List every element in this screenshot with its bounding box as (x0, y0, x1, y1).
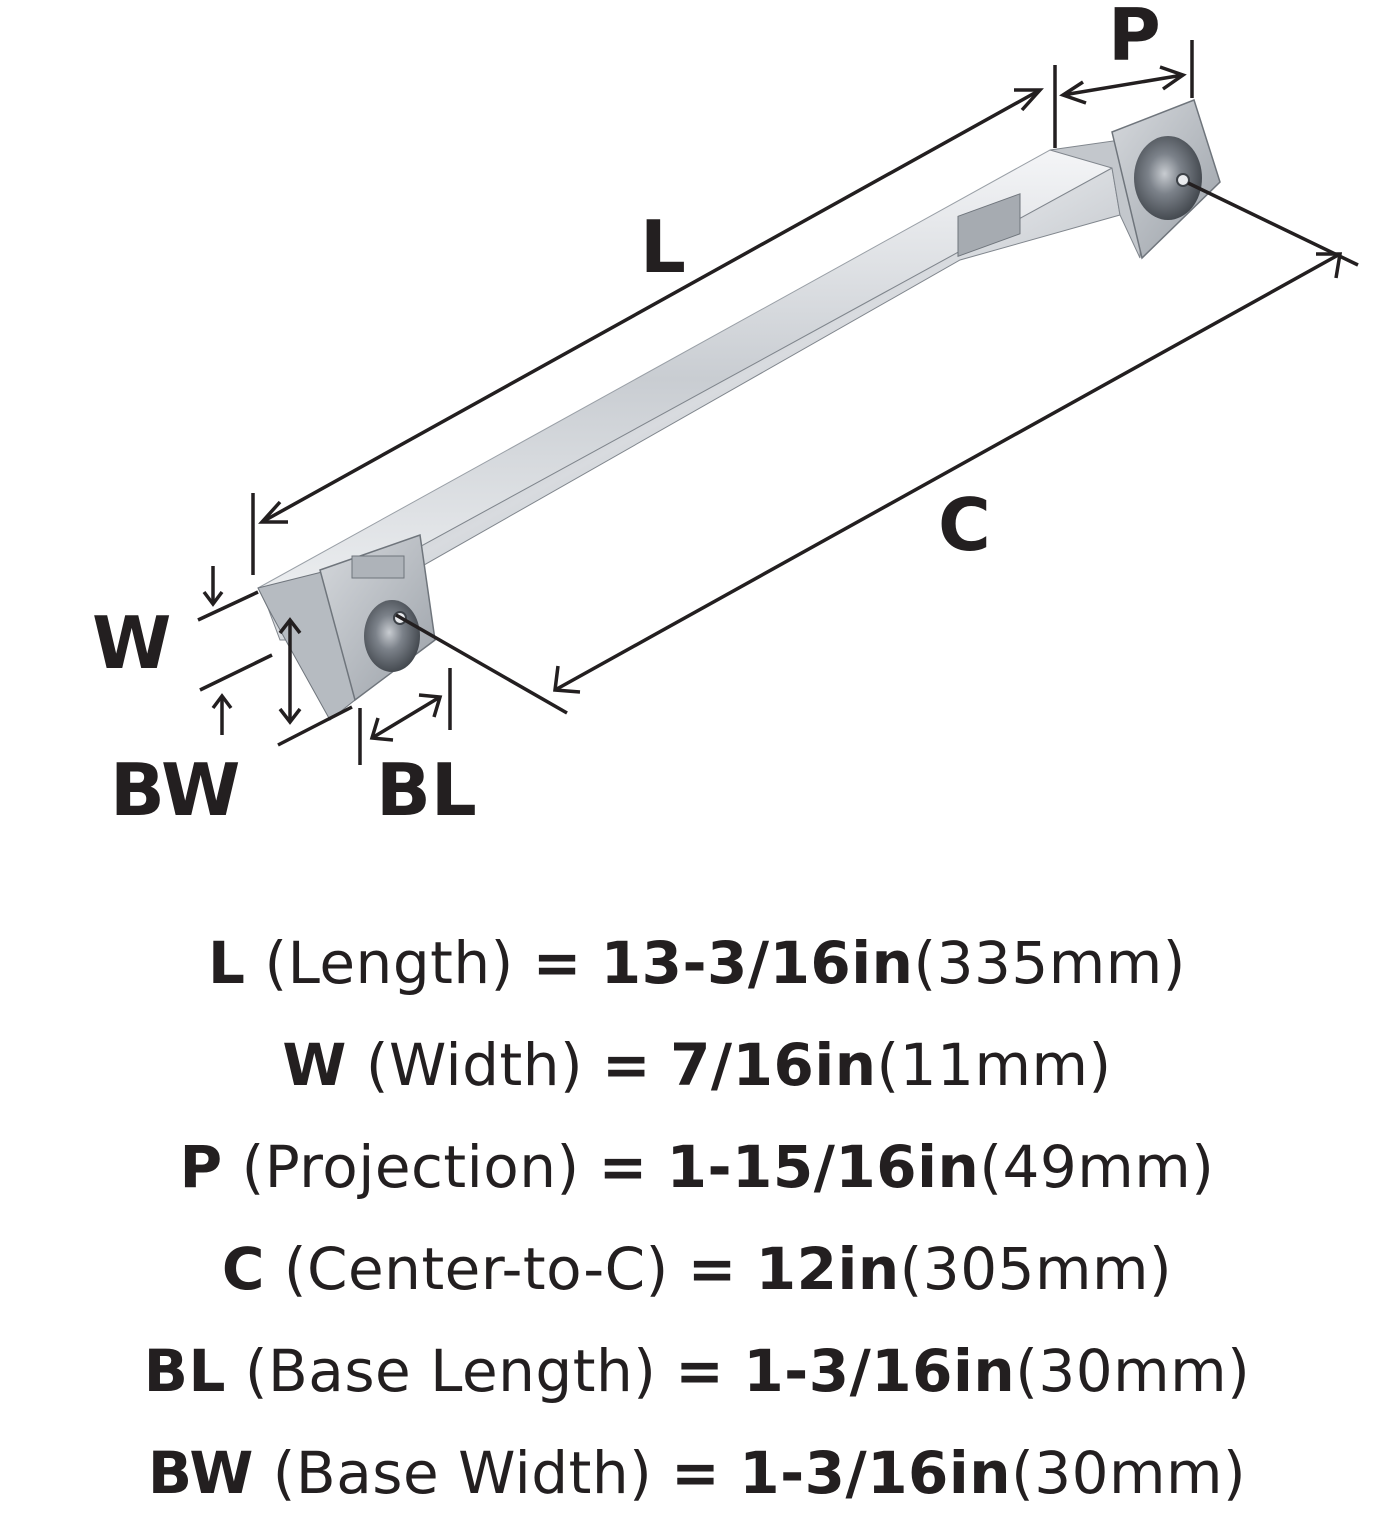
spec-name: (Width) (365, 1031, 584, 1099)
spec-metric: (11mm) (876, 1031, 1112, 1099)
spec-imperial: 1-3/16in (739, 1439, 1012, 1507)
right-screw-hole (1134, 136, 1202, 220)
label-P: P (1108, 0, 1161, 77)
spec-row-width: W (Width) = 7/16in(11mm) (0, 1014, 1394, 1116)
spec-imperial: 12in (755, 1235, 900, 1303)
spec-imperial: 13-3/16in (600, 929, 914, 997)
spec-equals: = (598, 1133, 648, 1201)
right-leg-slot (957, 193, 1021, 257)
spec-symbol: W (282, 1031, 347, 1099)
label-BL: BL (376, 748, 477, 832)
spec-equals: = (687, 1235, 737, 1303)
spec-metric: (335mm) (913, 929, 1186, 997)
pull-handle-illustration (257, 99, 1221, 721)
spec-metric: (49mm) (979, 1133, 1215, 1201)
label-L: L (640, 205, 686, 289)
right-screw-center (1176, 173, 1190, 187)
spec-metric: (30mm) (1011, 1439, 1247, 1507)
left-base-slot (351, 555, 405, 579)
spec-symbol: P (179, 1133, 223, 1201)
dimension-specs-list: L (Length) = 13-3/16in(335mm) W (Width) … (0, 912, 1394, 1524)
spec-name: (Base Length) (244, 1337, 657, 1405)
spec-row-base-length: BL (Base Length) = 1-3/16in(30mm) (0, 1320, 1394, 1422)
spec-symbol: L (208, 929, 246, 997)
spec-row-center-to-center: C (Center-to-C) = 12in(305mm) (0, 1218, 1394, 1320)
spec-row-projection: P (Projection) = 1-15/16in(49mm) (0, 1116, 1394, 1218)
spec-metric: (305mm) (899, 1235, 1173, 1303)
dimension-lines (197, 40, 1359, 765)
spec-equals: = (602, 1031, 652, 1099)
left-screw-hole (364, 600, 420, 672)
cabinet-pull-dimension-diagram: L P C W BW BL (92, 0, 1359, 832)
label-BW: BW (110, 748, 240, 832)
spec-imperial: 1-3/16in (743, 1337, 1016, 1405)
spec-row-base-width: BW (Base Width) = 1-3/16in(30mm) (0, 1422, 1394, 1524)
spec-imperial: 7/16in (670, 1031, 877, 1099)
spec-symbol: BL (143, 1337, 226, 1405)
spec-metric: (30mm) (1015, 1337, 1251, 1405)
label-C: C (938, 483, 991, 567)
spec-name: (Base Width) (272, 1439, 653, 1507)
spec-equals: = (532, 929, 582, 997)
spec-name: (Length) (264, 929, 514, 997)
spec-row-length: L (Length) = 13-3/16in(335mm) (0, 912, 1394, 1014)
label-W: W (92, 601, 171, 685)
spec-equals: = (675, 1337, 725, 1405)
spec-equals: = (671, 1439, 721, 1507)
spec-symbol: C (221, 1235, 265, 1303)
spec-name: (Center-to-C) (283, 1235, 669, 1303)
spec-imperial: 1-15/16in (666, 1133, 980, 1201)
spec-symbol: BW (147, 1439, 254, 1507)
spec-name: (Projection) (241, 1133, 580, 1201)
